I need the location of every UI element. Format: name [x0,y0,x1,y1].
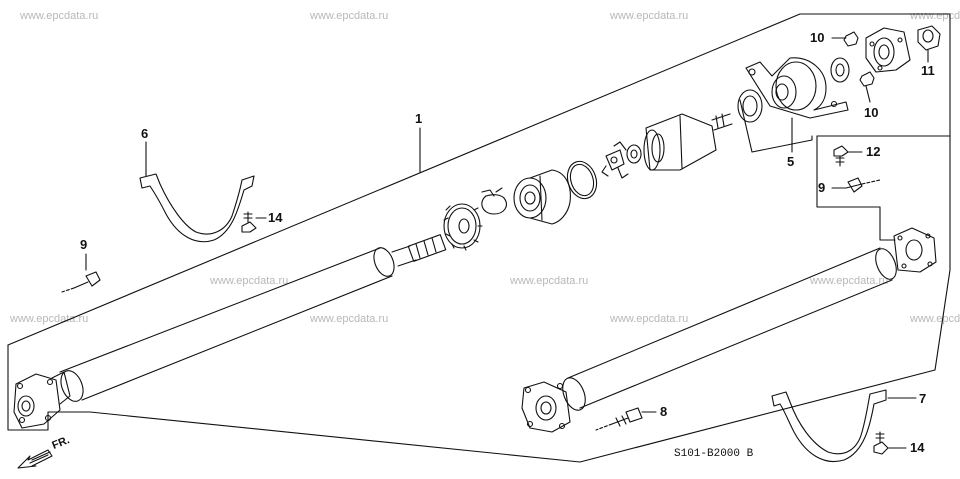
callout-1: 1 [415,111,423,126]
assembly-bracket-outline-top [7,13,951,346]
callout-10-lower: 10 [864,105,879,120]
callout-10-upper: 10 [810,30,825,45]
bolt-8 [595,407,643,431]
front-arrow-icon [17,449,53,469]
spline-gear [443,203,483,251]
spider-cross [601,141,629,179]
rear-flange-yoke-lower [521,381,571,433]
callout-14-lower: 14 [910,440,925,455]
bolt-14-lower [873,431,889,455]
diagram-code: S101-B2000 B [674,448,754,460]
bearing-seal [737,89,763,123]
companion-flange [865,27,911,73]
bolt-12 [833,145,849,167]
callout-9-right: 9 [818,180,826,195]
callout-9-left: 9 [80,237,88,252]
cv-joint-housing [513,169,571,225]
watermark: www.epcdata.ru [910,313,960,325]
callout-12: 12 [866,144,881,159]
callout-5: 5 [787,154,795,169]
callout-7: 7 [919,391,927,406]
o-ring-inner [569,163,595,197]
nut-10-upper [843,31,859,47]
o-ring [566,160,598,200]
small-ring [626,144,642,164]
rear-propeller-shaft [562,247,897,411]
assembly-bracket-outline-inner [739,99,813,153]
heat-shield-strap-upper [139,173,255,243]
watermark: www.epcdata.ru [610,10,689,22]
callout-6: 6 [141,126,149,141]
bolt-9-left [61,271,101,293]
bolt-14-upper [241,211,257,233]
watermark: www.epcdata.ru [910,10,960,22]
watermark: www.epcdata.ru [510,275,589,287]
watermark: www.epcdata.ru [610,313,689,325]
bearing-seal-inner [742,95,758,117]
watermark: www.epcdata.ru [310,10,389,22]
callout-8: 8 [660,404,668,419]
joint-boot [643,113,733,171]
rear-flange-yoke-upper [893,227,937,273]
front-propeller-shaft [59,234,447,402]
leader-10b [865,85,871,103]
watermark: www.epcdata.ru [20,10,99,22]
front-flange-yoke [13,371,71,429]
watermark: www.epcdata.ru [810,275,889,287]
callout-14-upper: 14 [268,210,283,225]
assembly-bracket-outline [7,135,951,463]
watermark: www.epcdata.ru [10,313,89,325]
bolt-9-right [845,177,881,193]
heat-shield-strap-lower [771,389,887,462]
callout-11: 11 [921,63,935,78]
flange-nut [917,25,941,51]
center-support-bearing [745,57,849,119]
support-washer-inner [835,63,845,77]
watermark: www.epcdata.ru [210,275,289,287]
watermark: www.epcdata.ru [310,313,389,325]
boot-clamp [481,187,507,215]
small-ring-inner [630,149,638,159]
nut-10-lower [859,71,875,87]
support-washer [830,57,850,83]
